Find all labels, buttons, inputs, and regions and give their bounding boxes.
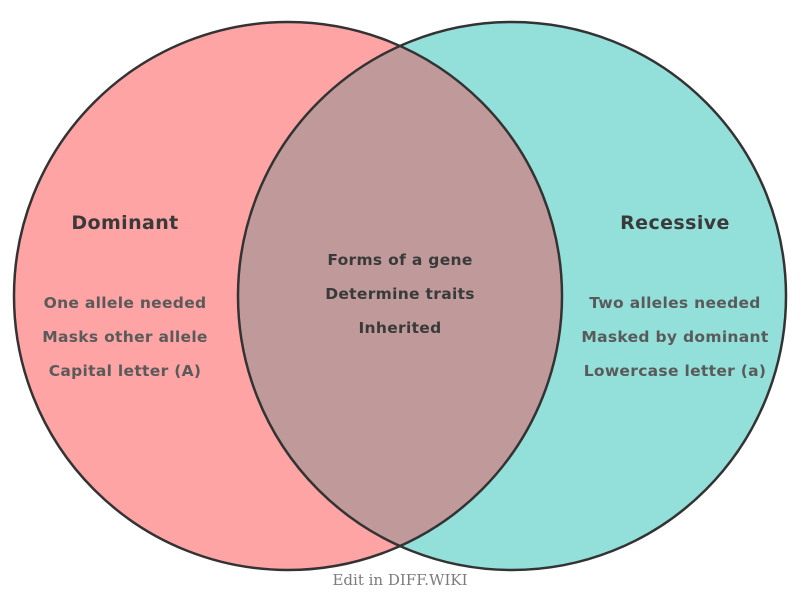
right-circle-outline [236, 20, 788, 572]
edit-in-diffwiki-link[interactable]: Edit in DIFF.WIKI [332, 571, 468, 589]
left-circle-outline [12, 20, 564, 572]
overlap-region-fill [238, 22, 562, 570]
